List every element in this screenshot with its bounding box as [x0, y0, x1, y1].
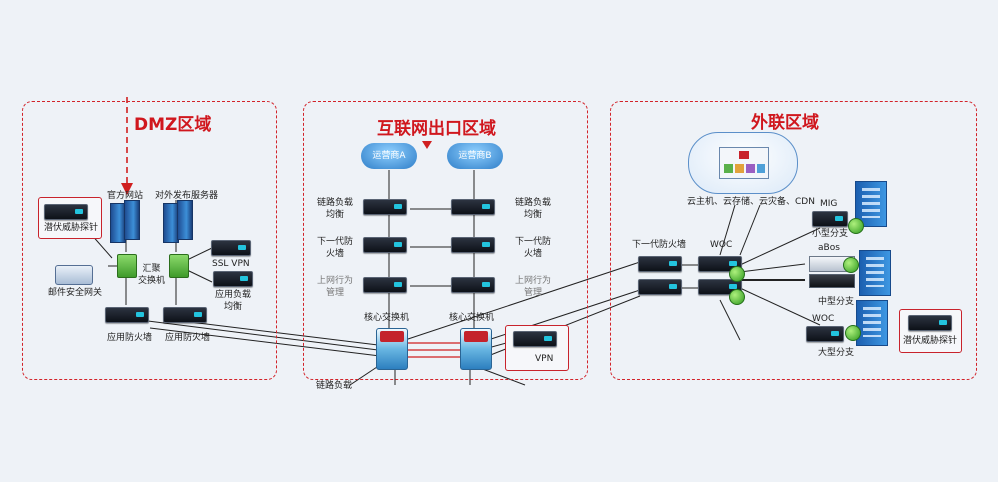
publish-server-icon: [177, 200, 193, 240]
external-threat-probe-label: 潜伏威胁探针: [903, 336, 958, 346]
link-line: [739, 263, 806, 273]
app-firewall-device: [105, 307, 149, 323]
app-firewall-label-1: 应用防火墙: [107, 333, 153, 343]
core-left-label: 核心交换机: [364, 313, 410, 323]
publish-servers-label: 对外发布服务器: [155, 191, 219, 201]
link-line: [479, 367, 526, 386]
link-line: [404, 261, 641, 341]
link-line: [349, 364, 381, 386]
link-lb-right-label: 链路负载 均衡: [515, 198, 552, 220]
rack-header: [739, 151, 749, 159]
link-line: [739, 227, 821, 266]
wan-optimizer-icon: [729, 266, 745, 282]
woc-label: WOC: [710, 240, 733, 250]
large-branch-label: 大型分支: [818, 348, 855, 358]
medium-branch-label: 中型分支: [818, 297, 855, 307]
isp-b-cloud-icon: 运营商B: [447, 143, 503, 169]
behavior-right-device: [451, 277, 495, 293]
link-line: [719, 299, 741, 341]
app-firewall-label-2: 应用防火墙: [165, 333, 211, 343]
ngfw-right-device: [451, 237, 495, 253]
cloud-services-icon: [688, 132, 798, 194]
ssl-vpn-device: [211, 240, 251, 256]
abos-label: aBos: [818, 243, 840, 253]
app-firewall-device: [163, 307, 207, 323]
threat-probe-device: [44, 204, 88, 220]
branch-icon: [845, 325, 861, 341]
core-switch-left-icon: [376, 328, 408, 370]
mig-label: MIG: [820, 199, 838, 209]
aggregation-switch-icon: [117, 254, 137, 278]
mig-device: [812, 211, 848, 227]
app-lb-device: [213, 271, 253, 287]
ngfw-right-label: 下一代防 火墙: [515, 237, 552, 259]
rack-module: [757, 164, 765, 173]
server-rack-icon: [719, 147, 769, 179]
ingress-arrow-head: [121, 183, 133, 195]
behavior-right-label: 上网行为 管理: [515, 276, 552, 298]
branch-icon: [848, 218, 864, 234]
link-lb-bottom-label: 链路负载: [316, 381, 353, 391]
dmz-zone-title: DMZ区域: [134, 115, 212, 135]
isp-a-label: 运营商A: [372, 151, 406, 161]
link-line: [139, 319, 379, 351]
link-lb-left-device: [363, 199, 407, 215]
external-zone: [610, 101, 977, 380]
mail-gateway-label: 邮件安全网关: [48, 288, 103, 298]
internet-zone-title: 互联网出口区域: [377, 119, 496, 139]
ngfw-left-label: 下一代防 火墙: [317, 237, 354, 259]
app-lb-label: 应用负载 均衡: [215, 290, 252, 312]
isp-a-cloud-icon: 运营商A: [361, 143, 417, 169]
ngfw-external-label: 下一代防火墙: [632, 240, 687, 250]
link-lb-right-device: [451, 199, 495, 215]
web-server-icon: [124, 200, 140, 240]
dmz-zone: [22, 101, 277, 380]
link-lb-left-label: 链路负载 均衡: [317, 198, 354, 220]
cloud-caption: 云主机、云存储、云灾备、CDN: [687, 197, 815, 207]
website-label: 官方网站: [107, 191, 144, 201]
woc-2-label: WOC: [812, 314, 835, 324]
isp-b-label: 运营商B: [458, 151, 492, 161]
ngfw-external-device: [638, 256, 682, 272]
core-right-label: 核心交换机: [449, 313, 495, 323]
external-zone-title: 外联区域: [751, 113, 819, 133]
down-arrow-icon: [422, 141, 432, 149]
rack-module: [746, 164, 755, 173]
threat-probe-label: 潜伏威胁探针: [44, 223, 99, 233]
link-line: [186, 269, 213, 283]
rack-module: [724, 164, 733, 173]
mail-gateway-icon: [55, 265, 93, 285]
ngfw-external-device-2: [638, 279, 682, 295]
internet-zone: [303, 101, 588, 380]
link-line: [739, 287, 821, 326]
link-line: [186, 247, 213, 261]
large-branch-building-icon: [856, 300, 888, 346]
branch-icon: [843, 257, 859, 273]
link-line: [149, 327, 381, 357]
link-line: [189, 321, 379, 346]
rack-module: [735, 164, 744, 173]
vpn-device: [513, 331, 557, 347]
behavior-left-label: 上网行为 管理: [317, 276, 354, 298]
abos-disk-icon: [809, 274, 855, 288]
aggregation-switch-label: 汇聚 交换机: [138, 264, 166, 286]
medium-branch-building-icon: [859, 250, 891, 296]
aggregation-switch-icon: [169, 254, 189, 278]
vpn-label: VPN: [535, 354, 554, 364]
core-switch-right-icon: [460, 328, 492, 370]
ngfw-left-device: [363, 237, 407, 253]
external-threat-probe-device: [908, 315, 952, 331]
link-line: [739, 204, 761, 256]
woc-2-device: [806, 326, 844, 342]
ssl-vpn-label: SSL VPN: [212, 259, 250, 269]
link-line: [719, 204, 736, 256]
small-branch-label: 小型分支: [812, 229, 849, 239]
behavior-left-device: [363, 277, 407, 293]
wan-optimizer-icon: [729, 289, 745, 305]
